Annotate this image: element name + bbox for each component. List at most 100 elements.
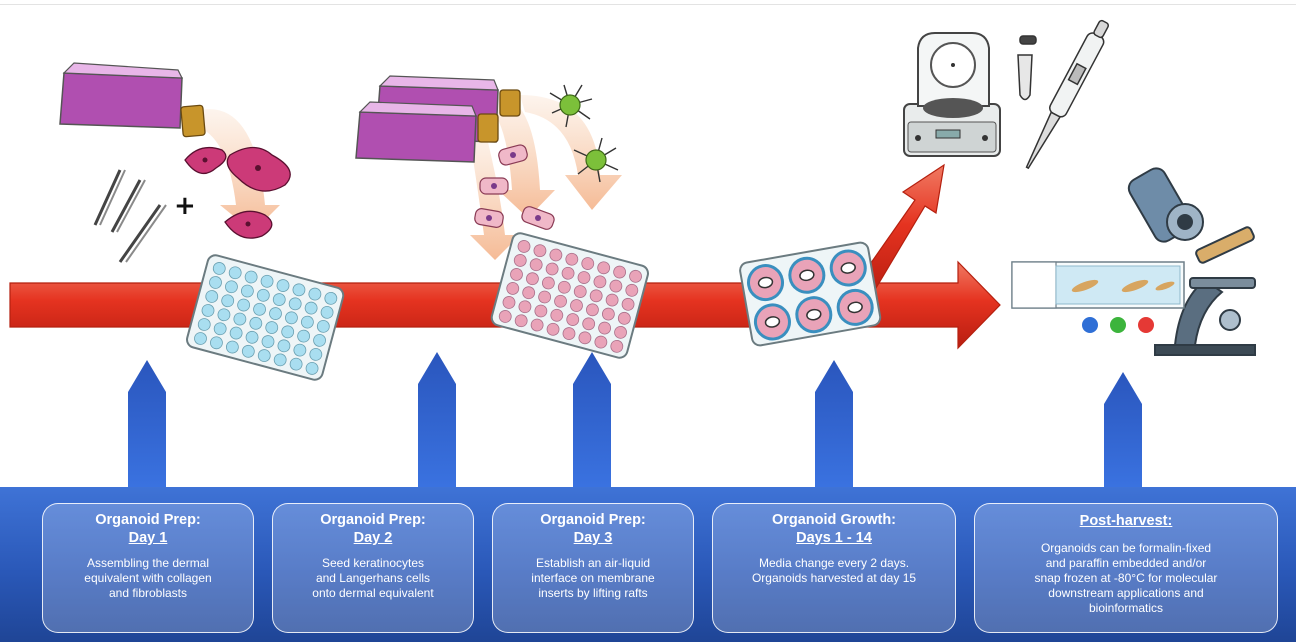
culture-flask-icon-day2 [355,75,521,163]
well [309,347,323,361]
stain-dot-green [1110,317,1126,333]
well [324,291,338,305]
organoid [764,316,781,328]
well [546,322,560,336]
pipette-icon [1025,19,1110,170]
well [594,335,608,349]
top-divider [0,4,1296,5]
well [277,339,291,353]
well [533,244,547,258]
well [589,289,603,303]
organoid [840,262,856,274]
well [273,353,287,367]
well [289,357,303,371]
well [598,321,612,335]
organoid [799,269,815,282]
well [228,266,242,280]
stage-card-5: Post-harvest: Organoids can be formalin-… [974,503,1278,633]
stage-subtitle: Day 2 [353,530,393,546]
well [529,258,543,272]
well-plate-icon-day3 [490,232,649,359]
well [549,248,563,262]
well [557,280,571,294]
well [201,304,215,317]
well [578,331,592,345]
well [272,293,286,306]
stage-card-4: Organoid Growth: Days 1 - 14 Media chang… [712,503,956,633]
stage-description: Assembling the dermal equivalent with co… [84,556,212,600]
well [233,312,247,326]
well [518,300,532,314]
well [244,270,258,284]
well [297,329,311,343]
well-plate-icon-growth [739,241,882,347]
well [629,269,642,283]
well [285,311,298,325]
microscope-slide-icon [1011,261,1185,309]
well [609,279,623,293]
well [304,301,318,315]
stage-band [0,487,1296,642]
well [313,333,326,347]
well [276,279,290,292]
well [601,307,615,321]
well [566,313,580,326]
well [517,240,531,253]
stage-title: Organoid Prep: [95,512,201,528]
well [586,303,599,317]
well [240,284,254,298]
well [541,276,555,290]
stage-card-2: Organoid Prep: Day 2 Seed keratinocytes … [272,503,474,633]
microscope-icon [1127,167,1256,356]
organoid [847,301,863,314]
microtube-icon [1017,35,1037,101]
stage-subtitle: Post-harvest: [1079,513,1173,529]
well [305,361,319,375]
stage-card-3: Organoid Prep: Day 3 Establish an air-li… [492,503,694,633]
well [213,322,227,336]
organoid [806,308,822,321]
pointer-arrow-5 [1104,372,1142,487]
well [194,332,207,345]
well [625,283,639,297]
stage-description: Seed keratinocytes and Langerhans cells … [312,556,434,600]
well [281,325,295,339]
well [581,257,595,270]
well [256,288,270,302]
well [577,271,591,284]
culture-flask-icon-day1 [59,62,206,138]
well [570,299,583,312]
well [205,290,219,303]
well [545,262,559,276]
stage-subtitle: Day 3 [573,530,613,546]
well [225,280,238,294]
collagen-fiber-icon [93,169,167,263]
well [293,343,307,357]
well [573,285,587,298]
well-plate-icon-day1 [186,254,345,381]
well [308,287,322,301]
well [221,294,235,308]
well [613,265,627,279]
pointer-arrows [128,352,1142,487]
well [605,293,619,307]
well [614,325,627,339]
well [241,344,255,358]
well [212,262,226,275]
well [209,276,222,289]
well [621,297,635,311]
well [561,266,575,280]
well [597,261,611,275]
centrifuge-icon [903,32,1001,157]
pointer-arrow-4 [815,360,853,487]
well [534,304,548,318]
well [288,297,302,311]
well [538,290,552,304]
well [593,275,607,289]
well [265,321,279,334]
well [498,310,512,323]
well [225,340,239,354]
pointer-arrow-3 [573,352,611,487]
well [229,326,243,340]
stain-dot-blue [1082,317,1098,333]
